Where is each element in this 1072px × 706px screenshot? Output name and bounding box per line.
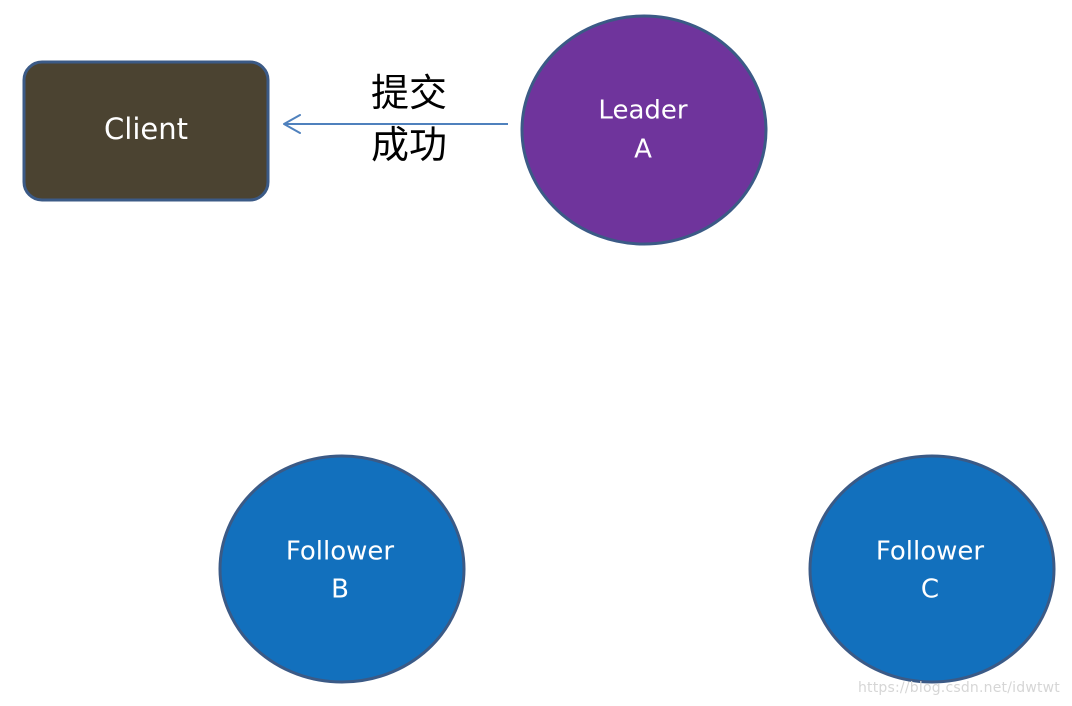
follower-b-node: Follower B — [218, 454, 466, 684]
leader-label-line-1: Leader — [598, 96, 687, 126]
follower-b-label-line-1: Follower — [286, 537, 395, 567]
follower-b-label-line-2: B — [331, 575, 349, 605]
leader-label-line-2: A — [634, 135, 652, 165]
watermark-text: https://blog.csdn.net/idwtwt — [857, 680, 1060, 696]
follower-c-circle — [808, 454, 1056, 684]
edge-label-line-1: 提交 — [371, 71, 447, 115]
leader-circle — [520, 14, 768, 246]
follower-c-node: Follower C — [808, 454, 1056, 684]
edge-leader-to-client: 提交 成功 — [283, 71, 508, 167]
follower-c-label-line-1: Follower — [876, 537, 985, 567]
follower-c-label-line-2: C — [921, 575, 939, 605]
leader-node: Leader A — [520, 14, 768, 246]
client-label: Client — [104, 112, 188, 146]
client-node: Client — [22, 60, 270, 202]
arrowhead-icon — [283, 114, 301, 134]
client-box — [22, 60, 270, 202]
edge-label-line-2: 成功 — [371, 123, 447, 167]
follower-b-circle — [218, 454, 466, 684]
